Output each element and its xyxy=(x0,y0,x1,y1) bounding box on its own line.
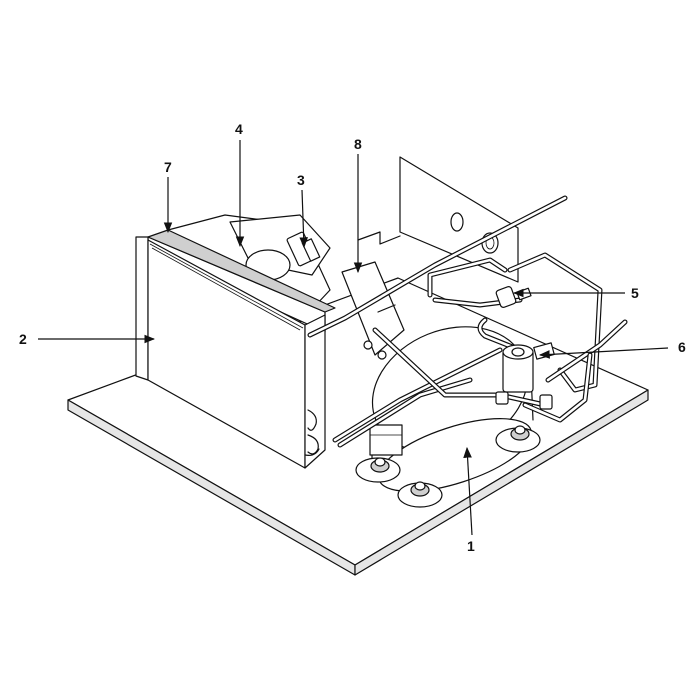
tubing xyxy=(307,195,628,448)
leader-lines xyxy=(38,140,669,536)
grommet-left xyxy=(355,457,401,483)
rear-bracket xyxy=(357,156,519,283)
callout-labels: 1 2 3 4 5 6 7 8 xyxy=(19,121,686,554)
solenoid-valve xyxy=(495,342,555,410)
callout-8: 8 xyxy=(354,136,362,152)
callout-6: 6 xyxy=(678,339,686,355)
callout-5: 5 xyxy=(631,285,639,301)
callout-7: 7 xyxy=(164,159,172,175)
callout-2: 2 xyxy=(19,331,27,347)
grommet-front xyxy=(397,481,443,508)
condenser-coil xyxy=(135,229,336,469)
leader-1 xyxy=(463,446,473,536)
grommet-right xyxy=(495,425,541,453)
callout-1: 1 xyxy=(467,538,475,554)
leader-3 xyxy=(299,189,308,249)
callout-4: 4 xyxy=(235,121,243,137)
callout-3: 3 xyxy=(297,172,305,188)
leader-6 xyxy=(538,347,669,359)
mounting-bracket xyxy=(341,261,405,360)
pressure-switch xyxy=(495,286,532,308)
